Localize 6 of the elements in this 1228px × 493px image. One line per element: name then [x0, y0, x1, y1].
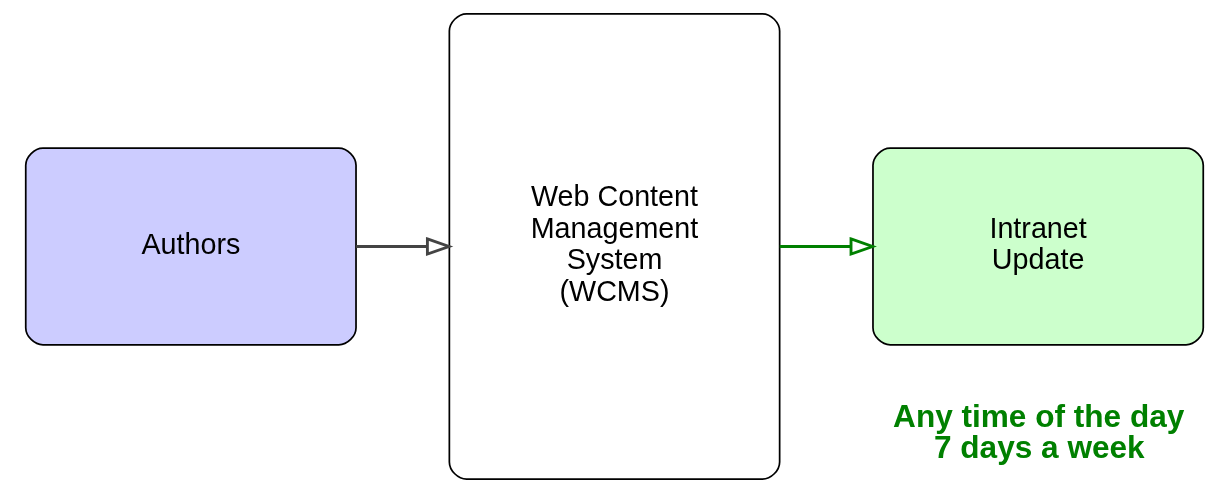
- arrow: [355, 236, 453, 257]
- node-box: Web Content Management System (WCMS): [448, 13, 780, 480]
- arrow: [779, 236, 877, 257]
- node-box: Intranet Update: [871, 147, 1204, 346]
- node-box: Authors: [24, 147, 357, 346]
- label: Any time of the day 7 days a week: [892, 397, 1184, 466]
